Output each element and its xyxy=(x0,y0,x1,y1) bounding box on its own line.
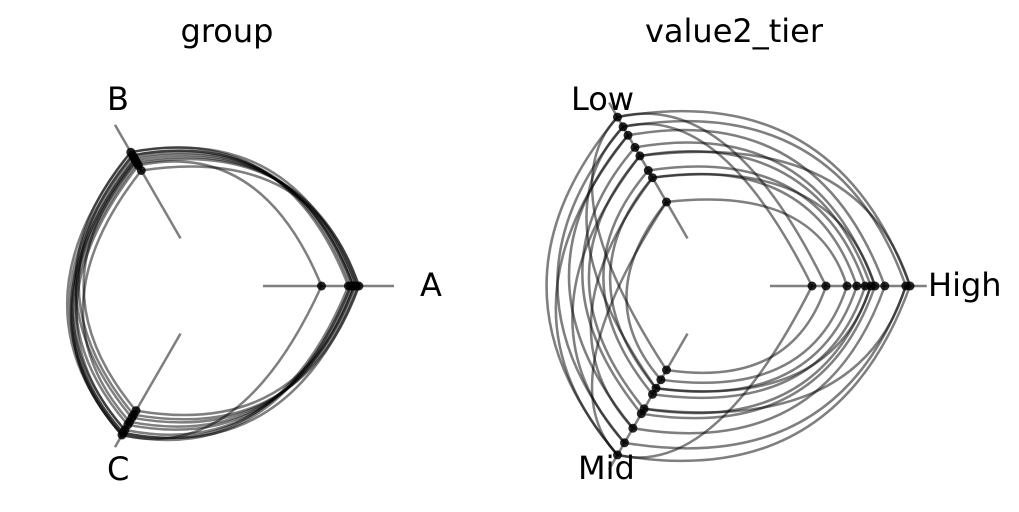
edge xyxy=(625,201,668,381)
edge xyxy=(69,158,136,436)
node-low xyxy=(618,122,628,132)
hive-panel-group: group A B C xyxy=(65,12,442,488)
edge xyxy=(643,285,907,414)
panel-title-value2-tier: value2_tier xyxy=(645,12,824,50)
edge xyxy=(585,125,658,389)
edge xyxy=(639,150,912,287)
edge xyxy=(617,285,912,463)
edge xyxy=(590,116,668,371)
node-a xyxy=(354,281,364,291)
edge xyxy=(554,134,629,456)
edges-layer xyxy=(65,146,361,442)
node-low xyxy=(643,166,653,175)
edge xyxy=(72,162,139,434)
node-high xyxy=(842,281,852,291)
axis-label-b: B xyxy=(107,80,129,118)
node-mid xyxy=(628,423,638,433)
node-low xyxy=(662,197,671,207)
edge xyxy=(571,155,641,444)
node-mid xyxy=(648,389,657,399)
edge xyxy=(652,173,877,287)
edge xyxy=(617,285,814,459)
edge xyxy=(74,151,133,419)
edge xyxy=(655,285,872,393)
node-a xyxy=(317,281,326,291)
node-mid xyxy=(620,438,629,448)
edge xyxy=(652,285,867,400)
edge xyxy=(132,149,355,287)
axis-label-a: A xyxy=(420,266,442,304)
edge xyxy=(82,160,137,412)
edge xyxy=(622,119,907,287)
node-low xyxy=(613,112,622,122)
node-mid xyxy=(636,409,646,419)
axis-label-high: High xyxy=(928,266,1002,304)
edge xyxy=(122,285,361,440)
node-high xyxy=(821,281,831,291)
edge xyxy=(589,176,654,430)
node-c xyxy=(117,430,127,440)
edge xyxy=(666,285,828,375)
edge xyxy=(617,109,912,287)
edge xyxy=(632,285,886,435)
node-high xyxy=(905,281,915,291)
edge xyxy=(648,165,867,287)
edge xyxy=(141,165,361,287)
node-low xyxy=(648,173,657,183)
node-low xyxy=(635,151,645,161)
node-mid xyxy=(662,365,671,375)
node-b xyxy=(126,147,136,157)
edge xyxy=(641,285,877,420)
panel-title-group: group xyxy=(181,12,274,50)
node-mid xyxy=(613,450,622,460)
axis-line-mid xyxy=(608,333,689,471)
node-low xyxy=(623,130,633,140)
node-mid xyxy=(656,375,666,385)
edges-layer xyxy=(545,109,912,463)
axis-label-c: C xyxy=(107,450,129,488)
edge xyxy=(602,169,654,396)
edge xyxy=(660,285,849,384)
edge xyxy=(627,128,886,287)
edge xyxy=(130,146,358,287)
nodes-layer xyxy=(117,147,364,440)
axis-label-mid: Mid xyxy=(578,449,635,487)
edge xyxy=(590,201,668,456)
edge xyxy=(121,285,352,442)
node-high xyxy=(880,281,890,291)
edge xyxy=(81,169,143,423)
edge xyxy=(77,154,135,416)
edge xyxy=(581,146,643,415)
axis-labels-layer: A B C xyxy=(107,80,442,488)
nodes-layer xyxy=(613,112,915,460)
axis-line-b xyxy=(113,124,182,239)
node-high xyxy=(807,281,817,291)
node-high xyxy=(852,281,862,291)
node-low xyxy=(630,142,640,152)
node-high xyxy=(870,281,880,291)
axis-label-low: Low xyxy=(571,80,634,118)
edge xyxy=(617,112,828,287)
edge xyxy=(138,160,323,287)
edge xyxy=(622,122,814,287)
edge xyxy=(135,285,356,417)
